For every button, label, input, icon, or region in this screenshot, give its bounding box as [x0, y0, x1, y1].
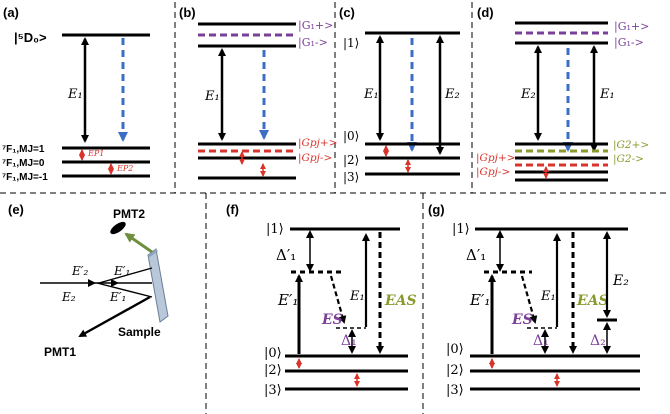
label-gpj-minus: |Gpj-> [298, 152, 332, 165]
signal-arrow-green [124, 232, 153, 254]
label-detuning: Δ′₁ [466, 246, 486, 264]
label-es: ES [511, 312, 533, 328]
level-label-2: |2⟩ [343, 153, 359, 167]
label-e1prime: E′₁ [277, 291, 298, 309]
label-eas: EAS [576, 293, 609, 309]
label-g2-minus: |G2-> [613, 153, 644, 166]
label-ep1: EP1 [87, 149, 104, 158]
level-label-3: |3⟩ [446, 383, 464, 398]
label-g1-minus: |G₁-> [298, 36, 328, 50]
label-e2: E₂ [520, 87, 536, 102]
level-label-5d0: |⁵D₀> [14, 30, 47, 45]
label-mj0: ⁷F₁,MJ=0 [2, 158, 45, 169]
panel-label-f: (f) [226, 202, 239, 217]
panel-b: (b) |G₁+> |G₁-> E₁ |Gpj+> |Gpj-> [179, 5, 338, 180]
label-e2: E₂ [612, 273, 629, 289]
label-gpj-plus: |Gpj+> [476, 152, 516, 165]
label-es: ES [321, 312, 343, 328]
label-delta2: Δ₂ [590, 333, 606, 349]
label-g1-minus: |G₁-> [614, 36, 644, 50]
beam-e1prime [98, 267, 153, 284]
label-e1: E₁ [204, 89, 220, 104]
beam-arrowhead-2 [111, 279, 119, 287]
label-e1: E₁ [349, 289, 365, 304]
label-mj-1: ⁷F₁,MJ=-1 [2, 172, 48, 183]
beam-arrowhead-1 [88, 279, 96, 287]
level-label-0: |0⟩ [343, 129, 359, 143]
panel-g: (g) |1⟩ Δ′₁ E′₁ ES E₁ EAS Δ₁ E₂ Δ₂ |0⟩ |… [428, 202, 640, 398]
label-e1: E₁ [599, 87, 615, 102]
panel-a: (a) |⁵D₀> E₁ ⁷F₁,MJ=1 ⁷F₁,MJ=0 ⁷F₁,MJ=-1… [2, 5, 150, 183]
label-e1-upper: E′₁ [113, 264, 130, 278]
label-e1: E₁ [363, 87, 379, 102]
label-eas: EAS [384, 293, 417, 309]
label-sample: Sample [118, 325, 161, 339]
label-g1-plus: |G₁+> [614, 20, 649, 34]
label-e1: E₁ [540, 289, 556, 304]
level-label-2: |2⟩ [446, 363, 464, 378]
panel-label-e: (e) [8, 202, 24, 217]
label-e2: E₂ [444, 87, 460, 102]
panel-c: (c) |1⟩ E₁ E₂ |0⟩ |2⟩ |3⟩ [339, 5, 460, 184]
level-label-3: |3⟩ [264, 383, 282, 398]
label-e2: E₂ [61, 290, 76, 304]
level-label-2: |2⟩ [264, 363, 282, 378]
panel-f: (f) |1⟩ Δ′₁ E′₁ ES E₁ EAS Δ₁ |0⟩ |2⟩ |3⟩ [226, 202, 417, 398]
panel-label-d: (d) [477, 5, 494, 20]
label-delta1: Δ₁ [533, 333, 549, 349]
panel-label-b: (b) [179, 5, 196, 20]
level-label-3: |3⟩ [343, 170, 359, 184]
level-label-0: |0⟩ [446, 342, 464, 357]
label-e1prime: E′₁ [109, 290, 126, 304]
panel-e: (e) Sample E′₂ E′₁ E₂ E′₁ PMT2 PMT1 [8, 202, 169, 359]
label-mj1: ⁷F₁,MJ=1 [2, 144, 45, 155]
level-label-1: |1⟩ [266, 222, 284, 237]
label-e1prime: E′₁ [469, 291, 490, 309]
sample-plate-edge [148, 249, 158, 257]
label-delta: Δ₁ [341, 333, 357, 349]
panel-d: (d) |G₁+> |G₁-> E₂ E₁ |G2+> |G2-> |Gpj+>… [476, 5, 649, 182]
level-label-1: |1⟩ [452, 222, 470, 237]
panel-label-g: (g) [428, 202, 445, 217]
pmt2-detector [110, 221, 126, 235]
label-pmt1: PMT1 [44, 345, 76, 359]
label-e2prime: E′₂ [71, 264, 88, 278]
label-gpj-minus: |Gpj-> [476, 166, 510, 179]
beam-e1prime-lower [96, 282, 153, 298]
level-label-0: |0⟩ [264, 346, 282, 361]
panel-label-a: (a) [3, 5, 19, 20]
reflected-beam-arrow [78, 295, 151, 338]
label-g2-plus: |G2+> [613, 139, 649, 152]
label-ep2: EP2 [116, 164, 133, 173]
panel-label-c: (c) [339, 5, 355, 20]
label-pmt2: PMT2 [113, 207, 145, 221]
level-label-1: |1⟩ [343, 36, 359, 50]
label-g1-plus: |G₁+> [298, 19, 333, 33]
label-gpj-plus: |Gpj+> [298, 137, 338, 150]
label-detuning: Δ′₁ [276, 246, 296, 264]
sample-plate [147, 248, 169, 323]
label-e1: E₁ [67, 87, 83, 102]
